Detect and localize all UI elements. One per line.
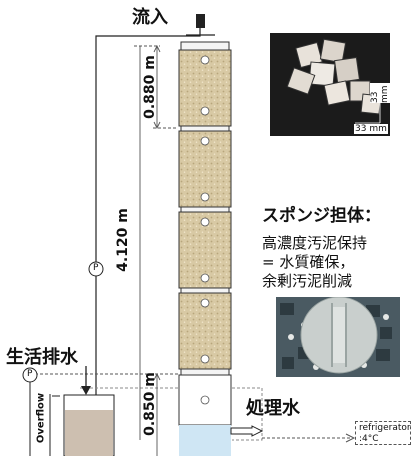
column-interior-photo: [276, 297, 400, 377]
bottom-height-dimension: [30, 372, 178, 456]
sponge-carrier-photo: 33 mm 33 mm: [270, 33, 390, 136]
treated-outflow-arrow: [230, 425, 264, 437]
carrier-width-label: 33 mm: [354, 124, 388, 134]
sewage-water: [65, 410, 113, 456]
inflow-nozzle: [196, 14, 205, 28]
sponge-carrier-title: スポンジ担体：: [262, 206, 381, 226]
sponge-desc-line-2: = 水質確保，: [262, 253, 355, 271]
refrigerator-box: refrigerator :4°C: [355, 421, 411, 445]
inflow-pump-label: P: [93, 263, 99, 273]
carrier-height-label: 33 mm: [370, 83, 390, 103]
treated-water-body: [179, 425, 231, 456]
domestic-sewage-label: 生活排水: [6, 347, 78, 368]
inflow-pipe: [95, 22, 201, 395]
refrigerator-label: refrigerator: [359, 423, 411, 433]
refrigerator-temp: :4°C: [359, 434, 379, 444]
inflow-pump: [88, 261, 104, 277]
total-height-label: 4.120 m: [115, 208, 131, 272]
sponge-desc-line-1: 高濃度汚泥保持: [262, 234, 368, 252]
inflow-label: 流入: [132, 7, 168, 28]
segment-height-label: 0.880 m: [142, 55, 158, 119]
reactor-column: [178, 41, 232, 456]
bottom-height-label: 0.850 m: [142, 372, 158, 436]
segment-height-dimension: [153, 44, 178, 130]
treated-water-label: 処理水: [246, 398, 300, 419]
overflow-label: Overflow: [35, 392, 47, 444]
feed-pump-label: P: [27, 369, 33, 379]
sponge-desc-line-3: 余剰汚泥削減: [262, 272, 353, 290]
